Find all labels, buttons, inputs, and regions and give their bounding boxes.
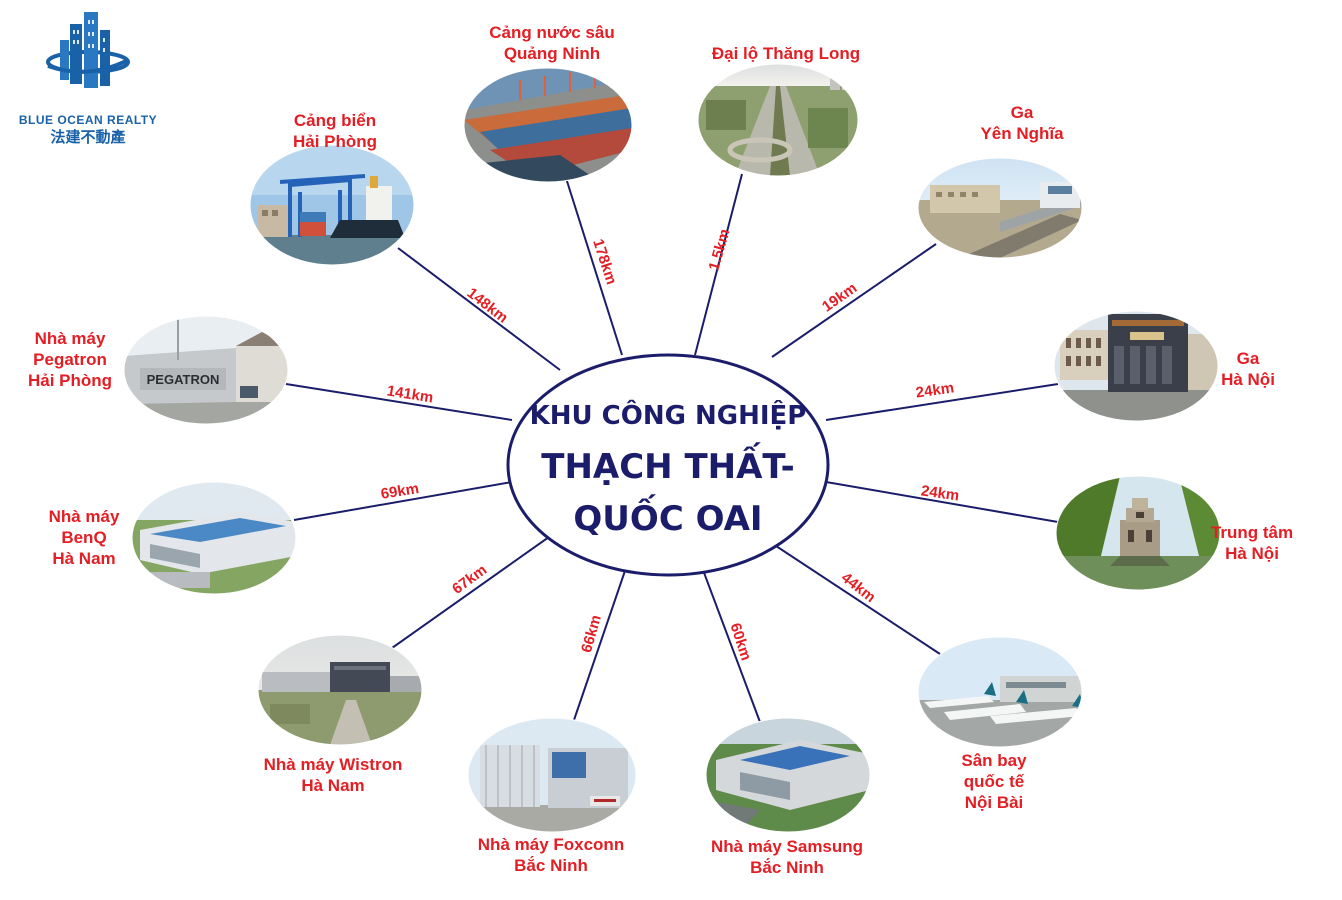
destination-label-line: quốc tế <box>964 772 1025 791</box>
destination-label-line: Ga <box>1237 349 1260 368</box>
benq-factory-photo <box>131 481 297 595</box>
container-port-photo <box>463 67 633 183</box>
destination-label-line: Bắc Ninh <box>514 856 588 875</box>
destination-label-line: Ga <box>1011 103 1034 122</box>
connector-line-ga-yen-nghia <box>771 243 937 358</box>
pegatron-factory-photo: PEGATRON <box>123 315 289 425</box>
distance-label-foxconn-bac-ninh: 66km <box>578 613 605 655</box>
destination-label-line: Nội Bài <box>965 793 1024 812</box>
connector-line-trung-tam-ha-noi <box>825 481 1059 523</box>
destination-label-dai-lo-thang-long: Đại lộ Thăng Long <box>712 44 860 63</box>
destination-label-line: Hải Phòng <box>28 371 112 390</box>
port-cranes-photo <box>249 144 415 266</box>
destination-label-ga-ha-noi: Ga Hà Nội <box>1221 349 1275 389</box>
metro-station-photo <box>917 157 1083 259</box>
distance-label-ga-ha-noi: 24km <box>915 379 955 401</box>
connector-line-san-bay-noi-bai <box>769 541 941 655</box>
destination-label-line: BenQ <box>61 528 106 547</box>
center-title-line2: THẠCH THẤT- <box>541 442 794 487</box>
destination-label-line: Hà Nội <box>1221 370 1275 389</box>
destination-label-line: Nhà máy <box>35 329 106 348</box>
destination-label-line: Yên Nghĩa <box>980 124 1064 143</box>
center-title-line1: KHU CÔNG NGHIỆP <box>530 399 807 431</box>
connector-line-pegatron-hai-phong <box>285 383 513 421</box>
destination-label-line: Nhà máy Foxconn <box>478 835 624 854</box>
connector-line-ga-ha-noi <box>825 383 1059 421</box>
destination-label-line: Hà Nam <box>301 776 364 795</box>
destination-label-line: Đại lộ Thăng Long <box>712 44 860 63</box>
connector-line-dai-lo-thang-long <box>694 173 743 356</box>
connector-line-samsung-bac-ninh <box>699 561 761 723</box>
distance-label-trung-tam-ha-noi: 24km <box>920 482 960 504</box>
building-logo-icon <box>46 12 130 88</box>
destination-label-line: Nhà máy <box>49 507 120 526</box>
destination-label-line: Bắc Ninh <box>750 858 824 877</box>
connector-line-cang-bien-hai-phong <box>397 247 561 371</box>
turtle-tower-photo <box>1055 475 1221 591</box>
brand-logo: BLUE OCEAN REALTY 法建不動產 <box>19 12 157 146</box>
distance-label-dai-lo-thang-long: 1.5km <box>705 227 733 273</box>
destination-label-line: Pegatron <box>33 350 107 369</box>
destination-label-line: Hải Phòng <box>293 132 377 151</box>
destination-label-line: Hà Nội <box>1225 544 1279 563</box>
center-title-line3: QUỐC OAI <box>573 494 762 539</box>
distance-label-benq-ha-nam: 69km <box>380 480 421 503</box>
connector-lines <box>285 173 1059 723</box>
destination-label-line: Sân bay <box>961 751 1027 770</box>
destination-label-trung-tam-ha-noi: Trung tâm Hà Nội <box>1211 523 1293 563</box>
destination-label-line: Cảng biển <box>294 111 376 130</box>
railway-station-photo <box>1053 310 1219 422</box>
connector-line-wistron-ha-nam <box>391 531 557 649</box>
pegatron-sign: PEGATRON <box>147 372 220 387</box>
destination-label-line: Quảng Ninh <box>504 44 600 63</box>
brand-name: BLUE OCEAN REALTY <box>19 113 157 127</box>
destination-photos: PEGATRON <box>123 63 1221 833</box>
brand-name-chinese: 法建不動產 <box>50 128 125 146</box>
samsung-factory-photo <box>705 717 871 833</box>
connector-line-foxconn-bac-ninh <box>573 561 629 721</box>
destination-label-line: Trung tâm <box>1211 523 1293 542</box>
distance-label-cang-nuoc-sau-quang-ninh: 178km <box>589 237 620 287</box>
center-hub: KHU CÔNG NGHIỆP THẠCH THẤT- QUỐC OAI <box>506 353 830 577</box>
foxconn-factory-photo <box>467 717 637 833</box>
destination-label-line: Nhà máy Samsung <box>711 837 863 856</box>
destination-label-line: Hà Nam <box>52 549 115 568</box>
distance-label-pegatron-hai-phong: 141km <box>386 382 435 406</box>
highway-aerial-photo <box>697 63 859 177</box>
destination-label-wistron-ha-nam: Nhà máy Wistron Hà Nam <box>264 755 403 795</box>
destination-label-line: Nhà máy Wistron <box>264 755 403 774</box>
connector-line-benq-ha-nam <box>293 481 513 521</box>
wistron-factory-photo <box>257 634 423 746</box>
airport-photo <box>917 636 1083 748</box>
destination-label-line: Cảng nước sâu <box>489 23 614 42</box>
distance-label-cang-bien-hai-phong: 148km <box>464 285 511 327</box>
destination-label-san-bay-noi-bai: Sân bay quốc tế Nội Bài <box>961 751 1027 812</box>
connector-line-cang-nuoc-sau-quang-ninh <box>565 177 623 356</box>
